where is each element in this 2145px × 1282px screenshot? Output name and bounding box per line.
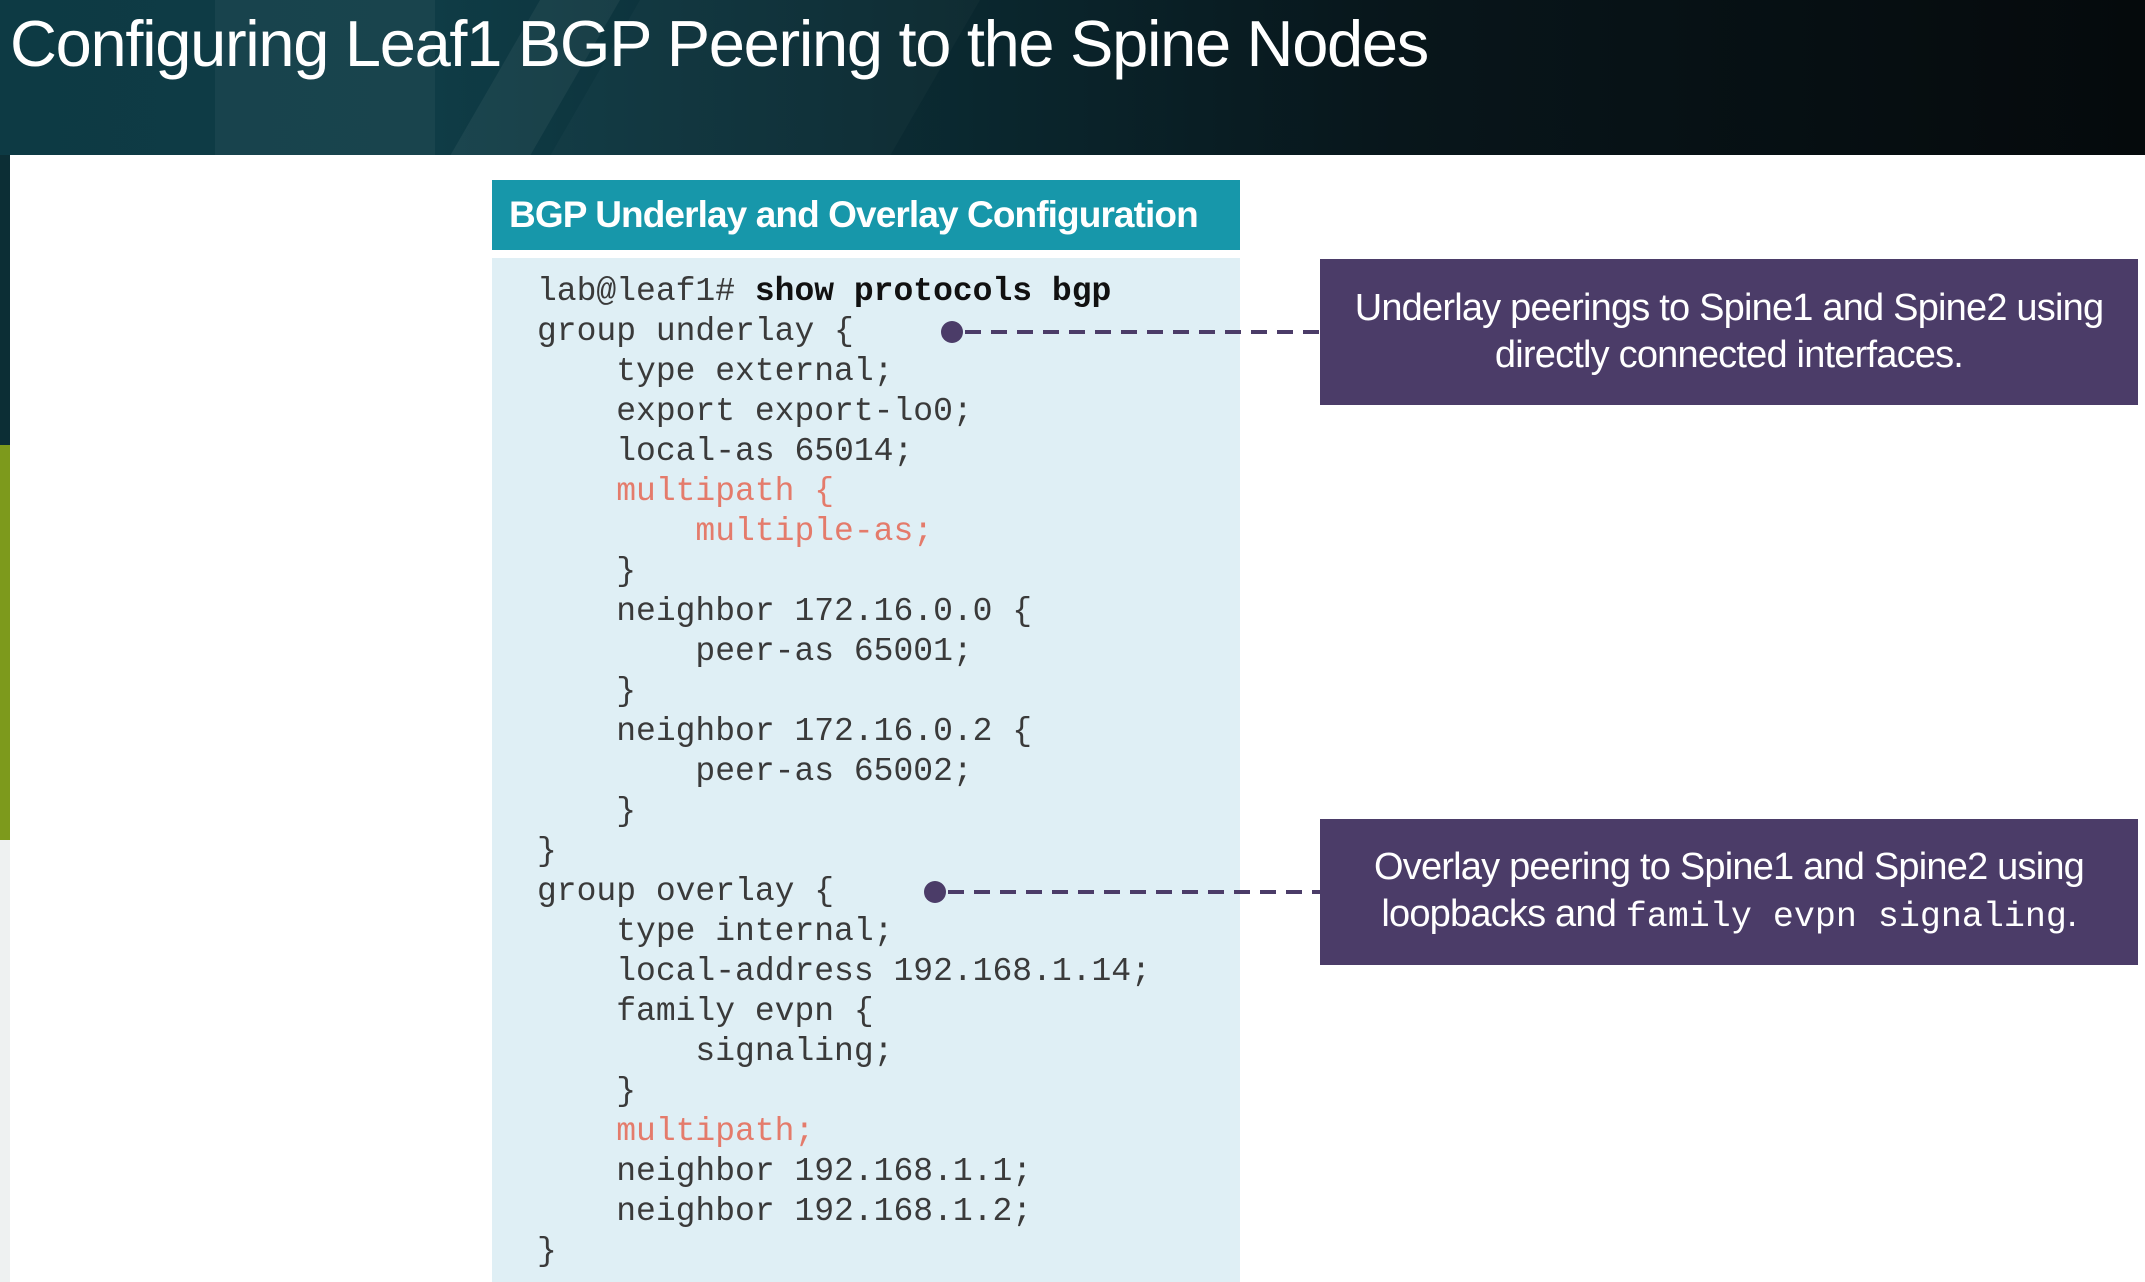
callout-text: . (2066, 892, 2078, 935)
code-line: neighbor 192.168.1.1; (537, 1153, 1033, 1190)
code-line: family evpn { (537, 993, 874, 1030)
code-line: signaling; (537, 1033, 894, 1070)
code-prompt-line: lab@leaf1# show protocols bgp (537, 272, 1111, 312)
code-panel: lab@leaf1# show protocols bgp group unde… (492, 258, 1240, 1282)
code-line: type external; (537, 353, 894, 390)
code-line: group underlay { (537, 313, 854, 350)
code-line: neighbor 172.16.0.0 { (537, 593, 1033, 630)
code-line: local-as 65014; (537, 433, 914, 470)
callout-text-line-mixed: loopbacks and family evpn signaling. (1381, 891, 2078, 941)
section-header: BGP Underlay and Overlay Configuration (492, 180, 1240, 250)
code-line: } (537, 1233, 557, 1270)
code-line: type internal; (537, 913, 894, 950)
callout-text-line: Underlay peerings to Spine1 and Spine2 u… (1354, 287, 2104, 329)
title-bar: Configuring Leaf1 BGP Peering to the Spi… (0, 0, 2145, 155)
left-accent-bar (0, 155, 10, 445)
underlay-callout: Underlay peerings to Spine1 and Spine2 u… (1320, 259, 2138, 405)
code-line: } (537, 673, 637, 710)
callout-text-line: directly connected interfaces. (1494, 334, 1964, 376)
overlay-callout: Overlay peering to Spine1 and Spine2 usi… (1320, 819, 2138, 965)
title-bar-facet (215, 0, 435, 155)
code-line: neighbor 172.16.0.2 { (537, 713, 1033, 750)
code-line: } (537, 793, 637, 830)
page-title: Configuring Leaf1 BGP Peering to the Spi… (10, 7, 1429, 80)
code-line-highlighted: multiple-as; (537, 513, 934, 550)
cli-command: show protocols bgp (754, 273, 1112, 310)
code-line: peer-as 65001; (537, 633, 973, 670)
code-line: } (537, 833, 557, 870)
cli-prompt: lab@leaf1# (537, 273, 755, 310)
left-accent-bar (0, 445, 10, 840)
code-line: } (537, 1073, 637, 1110)
code-line: } (537, 553, 637, 590)
code-line: group overlay { (537, 873, 835, 910)
callout-code-text: family evpn signaling (1625, 896, 2067, 937)
code-line: local-address 192.168.1.14; (537, 953, 1151, 990)
left-accent-bar (0, 840, 10, 1282)
callout-text-line: Overlay peering to Spine1 and Spine2 usi… (1373, 845, 2085, 888)
code-line-highlighted: multipath { (537, 473, 835, 510)
callout-text: loopbacks and (1381, 892, 1626, 935)
code-line: peer-as 65002; (537, 753, 973, 790)
code-line: export export-lo0; (537, 393, 973, 430)
code-line: neighbor 192.168.1.2; (537, 1193, 1033, 1230)
code-line-highlighted: multipath; (537, 1113, 815, 1150)
